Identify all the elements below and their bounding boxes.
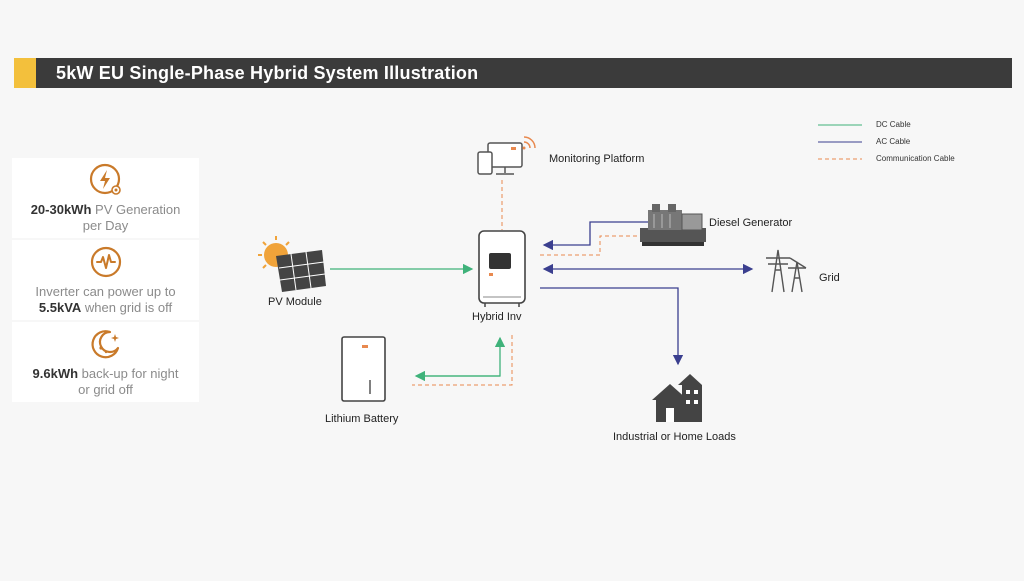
lightning-icon bbox=[89, 163, 121, 195]
comm-cable-diesel bbox=[540, 235, 650, 256]
comm-cable-battery bbox=[412, 335, 513, 386]
title-accent bbox=[14, 58, 36, 88]
loads-label: Industrial or Home Loads bbox=[613, 431, 736, 443]
grid-label: Grid bbox=[819, 272, 840, 284]
battery-label: Lithium Battery bbox=[325, 413, 399, 425]
pv-label: PV Module bbox=[268, 296, 322, 308]
page-title: 5kW EU Single-Phase Hybrid System Illust… bbox=[56, 63, 479, 83]
title-bar: 5kW EU Single-Phase Hybrid System Illust… bbox=[14, 58, 1012, 88]
monitoring-label: Monitoring Platform bbox=[549, 153, 645, 165]
diesel-generator-icon bbox=[640, 204, 706, 246]
monitoring-icon bbox=[477, 136, 536, 175]
pv-module-icon bbox=[258, 236, 326, 292]
legend-comm-label: Communication Cable bbox=[876, 154, 955, 163]
legend-dc-label: DC Cable bbox=[876, 120, 911, 129]
grid-tower-icon bbox=[766, 249, 807, 293]
legend-ac-label: AC Cable bbox=[876, 137, 911, 146]
inverter-label: Hybrid Inv bbox=[472, 311, 522, 323]
ac-cable-loads bbox=[540, 287, 684, 366]
ac-cable-diesel bbox=[542, 221, 650, 251]
battery-icon bbox=[341, 336, 386, 402]
inverter-icon bbox=[478, 230, 526, 307]
diesel-label: Diesel Generator bbox=[709, 217, 793, 229]
moon-star-icon bbox=[91, 330, 119, 359]
dc-cable-battery-up bbox=[420, 336, 506, 377]
house-icon bbox=[652, 374, 702, 422]
waveform-icon bbox=[90, 246, 121, 278]
